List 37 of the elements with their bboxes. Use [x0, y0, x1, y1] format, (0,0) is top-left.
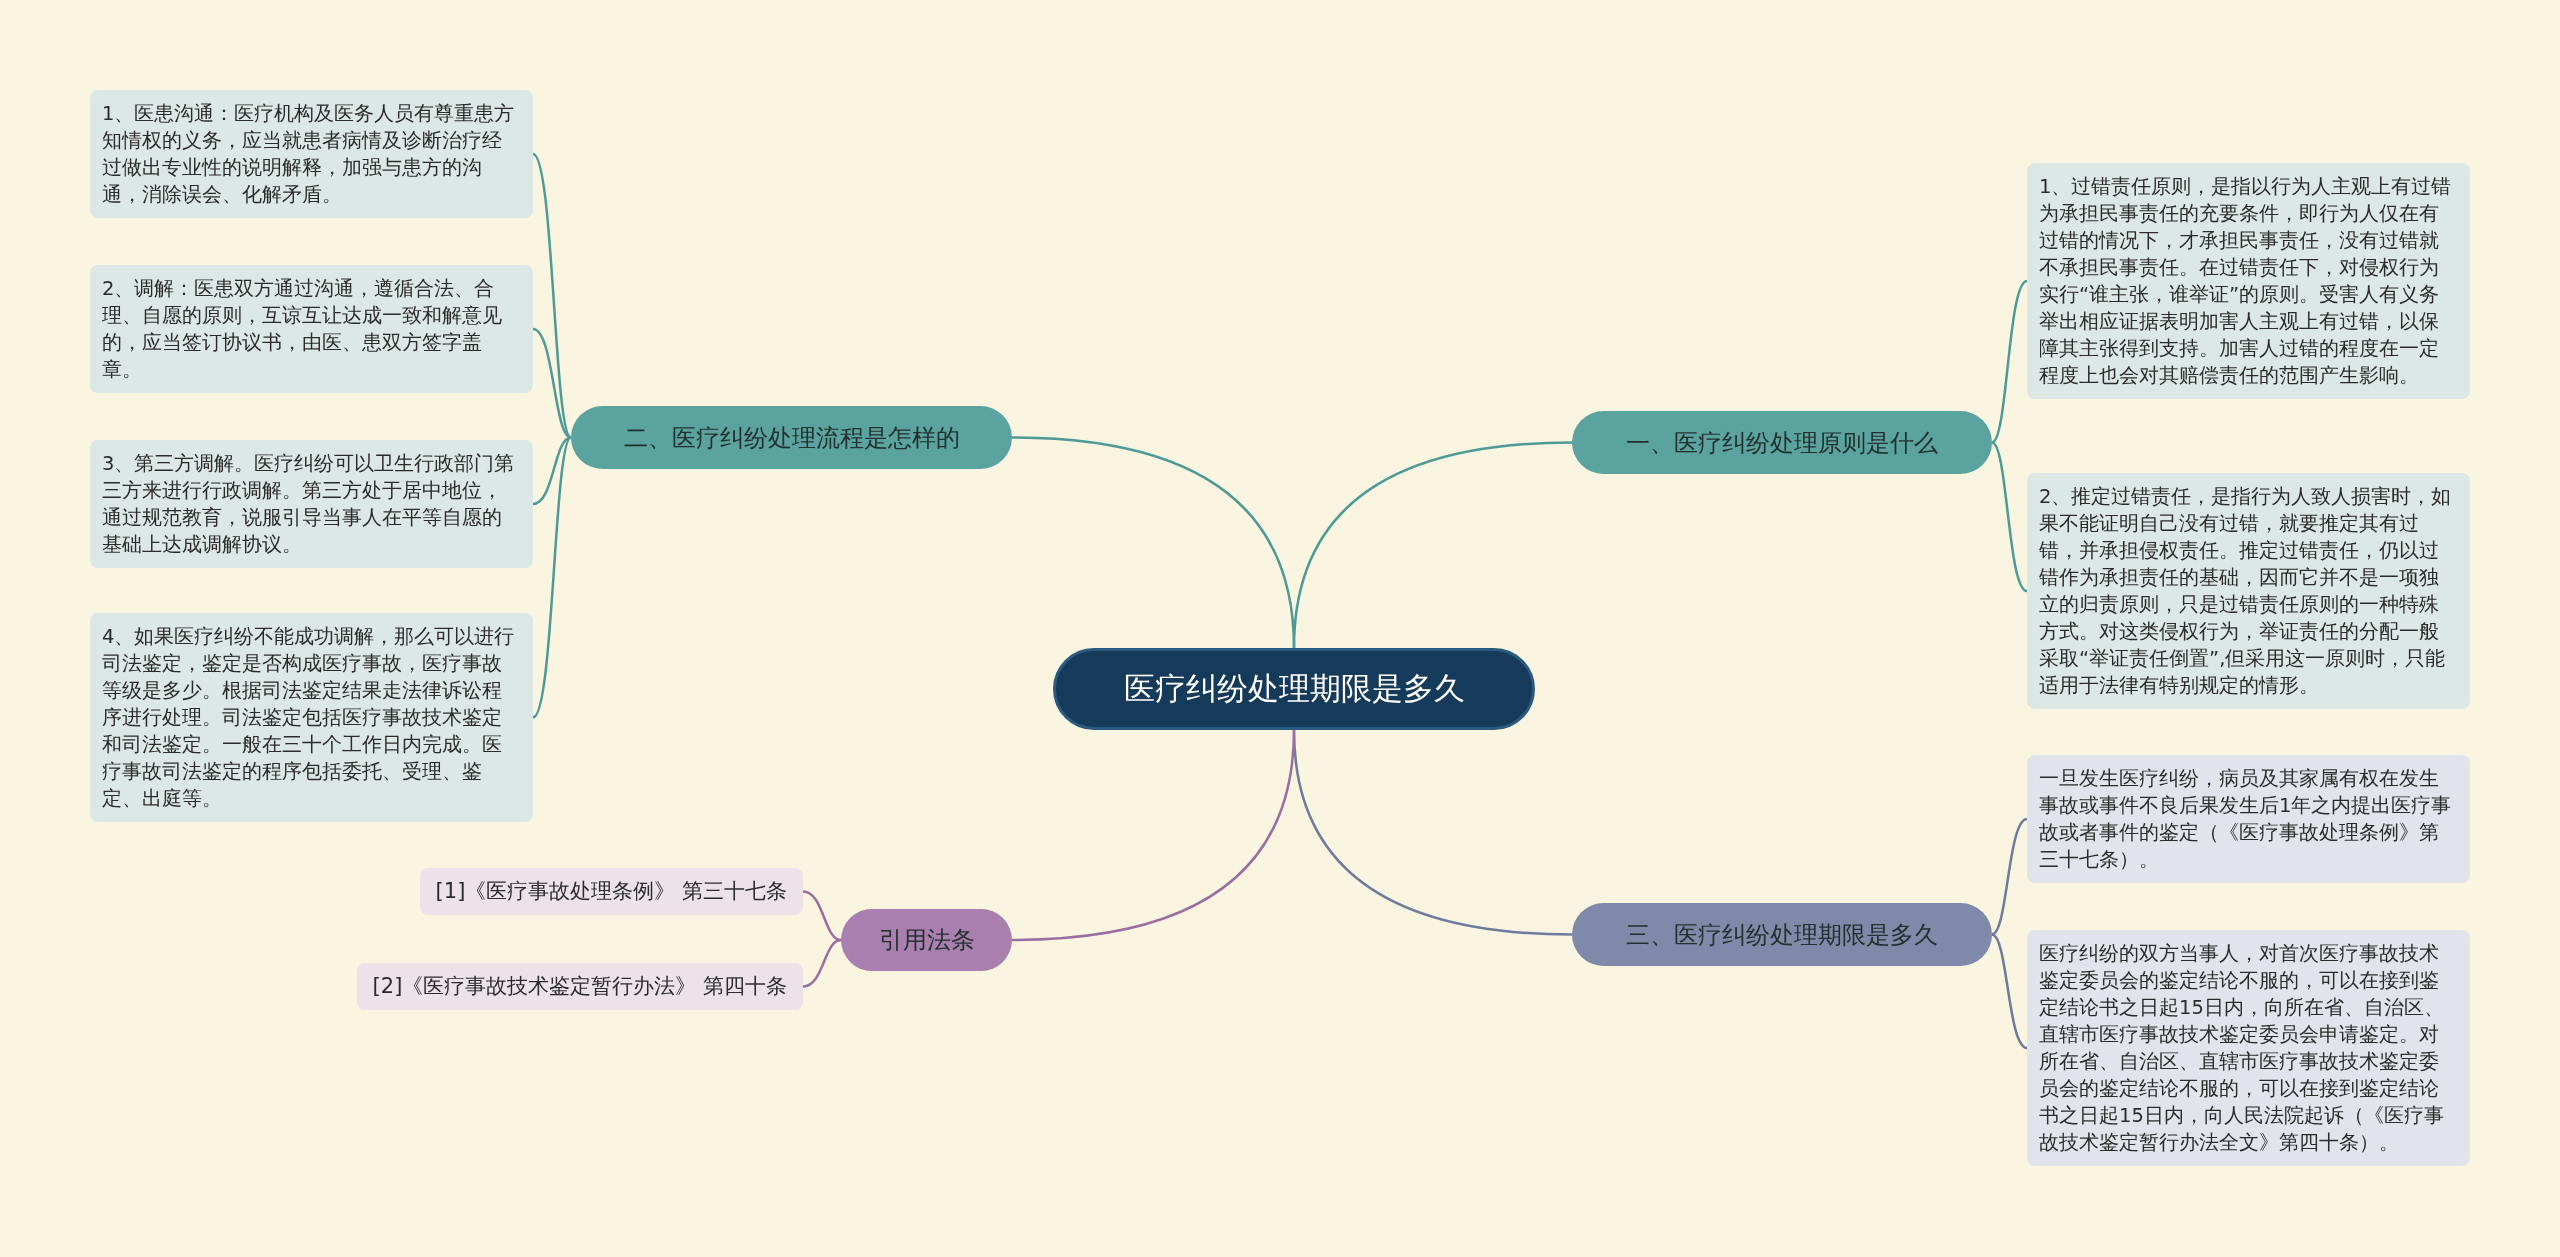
- text-card: [2027, 930, 2470, 1166]
- connector-line: [1991, 933, 2028, 1050]
- node-text: 2、推定过错责任，是指行为人致人损害时，如果不能证明自己没有过错，就要推定其有过错，并承担侵权责任。推定过错责任，仍以过错作为承担责任的基础，因而它并不是一项独立的归责原则，只是过错责任原则的一种特殊方式。对这类侵权行为，举证责任的分配一般采取“举证责任倒置”,但采用这一原则时，只能适用于法律有特别规定的情形。: [2039, 485, 2452, 697]
- node-text: 1、医患沟通：医疗机构及医务人员有尊重患方知情权的义务，应当就患者病情及诊断治疗经过做出专业性的说明解释，加强与患方的沟通，消除误会、化解矛盾。: [102, 102, 515, 206]
- text-card: [90, 440, 533, 568]
- node-text: [1]《医疗事故处理条例》 第三十七条: [435, 879, 787, 903]
- connector-line: [532, 327, 572, 439]
- connector-line: [1292, 441, 1573, 649]
- node-text: 4、如果医疗纠纷不能成功调解，那么可以进行司法鉴定，鉴定是否构成医疗事故，医疗事故等级是多少。根据司法鉴定结果走法律诉讼程序进行处理。司法鉴定包括医疗事故技术鉴定和司法鉴定。一般在三十个工作日内完成。医疗事故司法鉴定的程序包括委托、受理、鉴定、出庭等。: [102, 625, 515, 810]
- node-text: 医疗纠纷处理期限是多久: [1123, 669, 1465, 708]
- node-text: 3、第三方调解。医疗纠纷可以卫生行政部门第三方来进行行政调解。第三方处于居中地位，通过规范教育，说服引导当事人在平等自愿的基础上达成调解协议。: [102, 452, 515, 556]
- connector-line: [1991, 441, 2028, 593]
- text-card: [90, 613, 533, 822]
- text-card: [2027, 163, 2470, 399]
- text-card: [90, 265, 533, 393]
- node-text: [2]《医疗事故技术鉴定暂行办法》 第四十条: [372, 974, 787, 998]
- connector-line: [1991, 817, 2028, 936]
- node-text: 二、医疗纠纷处理流程是怎样的: [623, 422, 960, 454]
- text-card: [90, 90, 533, 218]
- node-text: 1、过错责任原则，是指以行为人主观上有过错为承担民事责任的充要条件，即行为人仅在有过错的情况下，才承担民事责任，没有过错就不承担民事责任。在过错责任下，对侵权行为实行“谁主张，谁举证”的原则。受害人有义务举出相应证据表明加害人主观上有过错，以保障其主张得到支持。加害人过错的程度在一定程度上也会对其赔偿责任的范围产生影响。: [2039, 175, 2452, 387]
- node-text: 一、医疗纠纷处理原则是什么: [1626, 427, 1938, 459]
- connector-line: [1011, 729, 1296, 942]
- citation-card: [356, 963, 803, 1010]
- text-card: [2027, 755, 2470, 883]
- connector-line: [1991, 280, 2028, 444]
- node-text: 一旦发生医疗纠纷，病员及其家属有权在发生事故或事件不良后果发生后1年之内提出医疗事故或者事件的鉴定（《医疗事故处理条例》第三十七条）。: [2039, 767, 2452, 871]
- text-card: [2027, 473, 2470, 709]
- node-text: 医疗纠纷的双方当事人，对首次医疗事故技术鉴定委员会的鉴定结论不服的，可以在接到鉴定结论书之日起15日内，向所在省、自治区、直辖市医疗事故技术鉴定委员会申请鉴定。对所在省、自治区、直辖市医疗事故技术鉴定委员会的鉴定结论不服的，可以在接到鉴定结论书之日起15日内，向人民法院起诉（《医疗事故技术鉴定暂行办法全文》第四十条）。: [2039, 942, 2444, 1154]
- connector-line: [532, 153, 573, 439]
- node-text: 三、医疗纠纷处理期限是多久: [1626, 919, 1938, 951]
- node-text: 引用法条: [878, 925, 975, 956]
- connector-line: [802, 938, 842, 988]
- connector-line: [802, 890, 842, 942]
- connector-line: [532, 436, 572, 506]
- node-text: 2、调解：医患双方通过沟通，遵循合法、合理、自愿的原则，互谅互让达成一致和解意见的，应当签订协议书，由医、患双方签字盖章。: [102, 277, 502, 381]
- citation-card: [419, 868, 803, 915]
- connector-line: [532, 436, 572, 719]
